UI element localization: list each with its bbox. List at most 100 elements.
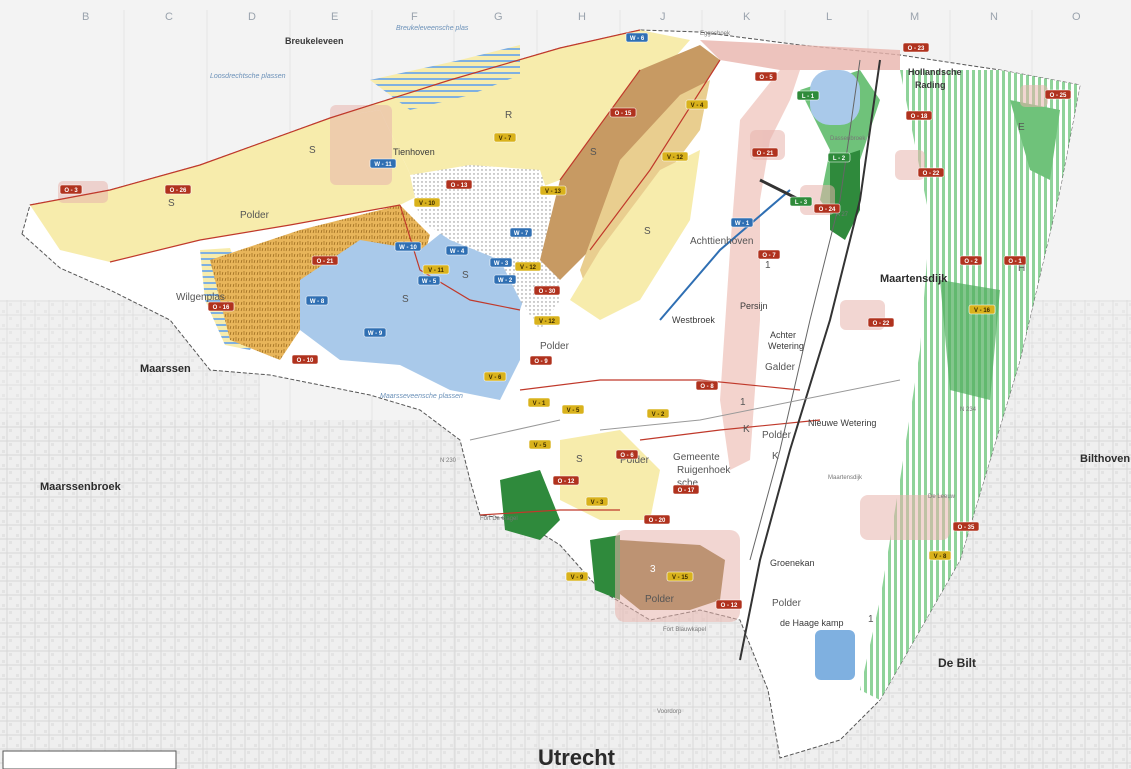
map-tag-o-9[interactable]: O - 9	[529, 355, 553, 366]
zone-letter-s4: S	[462, 270, 469, 281]
zone-dotted-central	[410, 165, 560, 330]
map-tag-o-26[interactable]: O - 26	[164, 184, 192, 195]
map-tag-l-3[interactable]: L - 3	[789, 196, 813, 207]
map-tag-o-3[interactable]: O - 3	[59, 184, 83, 195]
map-tag-o-21a[interactable]: O - 21	[311, 255, 339, 266]
map-tag-v-13[interactable]: V - 13	[539, 185, 567, 196]
map-tag-o-5[interactable]: O - 5	[754, 71, 778, 82]
grid-col-o: O	[1072, 11, 1081, 23]
map-tag-o-25[interactable]: O - 25	[1044, 89, 1072, 100]
zone-letter-s3: S	[402, 294, 409, 305]
map-tag-o-6[interactable]: O - 6	[615, 449, 639, 460]
zone-letters: S S S S S S S R K K E 1 1 1 3 H	[168, 110, 1025, 625]
map-tag-o-21b[interactable]: O - 21	[751, 147, 779, 158]
map-tag-bg	[363, 327, 387, 338]
map-tag-label: V - 9	[571, 575, 584, 581]
map-tag-label: O - 20	[649, 518, 666, 524]
map-tag-label: O - 12	[721, 603, 738, 609]
zone-dark-green-ne	[830, 150, 860, 240]
map-tag-v-9[interactable]: V - 9	[565, 571, 589, 582]
map-tag-o-13[interactable]: O - 13	[445, 179, 473, 190]
map-tag-o-12b[interactable]: O - 12	[715, 599, 743, 610]
map-tag-o-10[interactable]: O - 10	[291, 354, 319, 365]
map-tag-bg	[311, 255, 339, 266]
map-tag-bg	[685, 99, 709, 110]
zone-letter-s1: S	[168, 198, 175, 209]
map-tag-o-1[interactable]: O - 1	[1003, 255, 1027, 266]
map-tag-label: V - 3	[591, 500, 604, 506]
map-tag-o-8[interactable]: O - 8	[695, 380, 719, 391]
town-utrecht: Utrecht	[538, 745, 616, 769]
map-tag-v-7[interactable]: V - 7	[493, 132, 517, 143]
map-tag-bg	[528, 439, 552, 450]
map-tag-bg	[827, 152, 851, 163]
map-tag-bg	[291, 354, 319, 365]
map-tag-v-12c[interactable]: V - 12	[533, 315, 561, 326]
map-tag-o-18[interactable]: O - 18	[905, 110, 933, 121]
place-westbroek: Westbroek	[672, 315, 715, 325]
map-tag-v-6[interactable]: V - 6	[483, 371, 507, 382]
town-tienhoven: Tienhoven	[393, 147, 435, 157]
place-voordorp: Voordorp	[657, 709, 682, 715]
map-tag-o-30[interactable]: O - 30	[533, 285, 561, 296]
map-tag-w-11[interactable]: W - 11	[369, 158, 397, 169]
map-tag-w-3[interactable]: W - 3	[489, 257, 513, 268]
map-tag-o-35[interactable]: O - 35	[952, 521, 980, 532]
map-tag-w-6[interactable]: W - 6	[625, 32, 649, 43]
map-tag-o-22a[interactable]: O - 22	[917, 167, 945, 178]
map-tag-l-2[interactable]: L - 2	[827, 152, 851, 163]
map-tag-o-17[interactable]: O - 17	[672, 484, 700, 495]
map-tag-label: O - 9	[534, 359, 548, 365]
map-tag-o-2[interactable]: O - 2	[959, 255, 983, 266]
map-tag-label: O - 18	[911, 114, 928, 120]
town-hollandsche: Hollandsche	[908, 67, 962, 77]
map-tag-w-10[interactable]: W - 10	[394, 241, 422, 252]
map-tag-bg	[952, 521, 980, 532]
map-tag-v-5b[interactable]: V - 5	[528, 439, 552, 450]
map-tag-o-15[interactable]: O - 15	[609, 107, 637, 118]
map-tag-w-5[interactable]: W - 5	[417, 275, 441, 286]
place-maartensdijk-2: Maartensdijk	[828, 475, 863, 481]
grid-col-h: H	[578, 11, 586, 23]
map-tag-o-23[interactable]: O - 23	[902, 42, 930, 53]
place-achttienhoven: Achttienhoven	[690, 236, 753, 247]
map-tag-bg	[489, 257, 513, 268]
place-dassenbroek: Dassenbroek	[830, 136, 866, 142]
map-tag-w-7[interactable]: W - 7	[509, 227, 533, 238]
map-tag-w-4[interactable]: W - 4	[445, 245, 469, 256]
map-tag-label: W - 4	[450, 249, 465, 255]
map-tag-w-9[interactable]: W - 9	[363, 327, 387, 338]
map-tag-v-5a[interactable]: V - 5	[561, 404, 585, 415]
grid-col-g: G	[494, 11, 503, 23]
map-tag-v-8[interactable]: V - 8	[928, 550, 952, 561]
map-tag-l-1[interactable]: L - 1	[796, 90, 820, 101]
map-tag-w-2[interactable]: W - 2	[493, 274, 517, 285]
map-tag-label: O - 8	[700, 384, 714, 390]
map-tag-v-2[interactable]: V - 2	[646, 408, 670, 419]
map-tag-v-4[interactable]: V - 4	[685, 99, 709, 110]
grid-column-labels: B C D E F G H J K L M N O	[82, 11, 1081, 23]
map-tag-v-12a[interactable]: V - 12	[661, 151, 689, 162]
map-tag-o-20[interactable]: O - 20	[643, 514, 671, 525]
map-tag-v-16[interactable]: V - 16	[968, 304, 996, 315]
map-tag-w-1[interactable]: W - 1	[730, 217, 754, 228]
map-tag-bg	[917, 167, 945, 178]
map-tag-v-11[interactable]: V - 11	[422, 264, 450, 275]
map-tag-v-1[interactable]: V - 1	[527, 397, 551, 408]
map-tag-o-16[interactable]: O - 16	[207, 301, 235, 312]
map-tag-bg	[305, 295, 329, 306]
water-maarsseveense: Maarsseveensche plassen	[380, 393, 463, 400]
map-tag-label: W - 2	[498, 278, 513, 284]
map-tag-w-8[interactable]: W - 8	[305, 295, 329, 306]
map-tag-o-22b[interactable]: O - 22	[867, 317, 895, 328]
map-tag-v-12b[interactable]: V - 12	[514, 261, 542, 272]
map-tag-bg	[715, 599, 743, 610]
map-tag-o-7[interactable]: O - 7	[757, 249, 781, 260]
map-tag-o-12a[interactable]: O - 12	[552, 475, 580, 486]
map-tag-label: O - 24	[819, 207, 836, 213]
map-tag-v-10[interactable]: V - 10	[413, 197, 441, 208]
zone-letter-e: E	[1018, 122, 1025, 133]
map-tag-o-24[interactable]: O - 24	[813, 203, 841, 214]
map-tag-v-15[interactable]: V - 15	[666, 571, 694, 582]
map-tag-v-3[interactable]: V - 3	[585, 496, 609, 507]
